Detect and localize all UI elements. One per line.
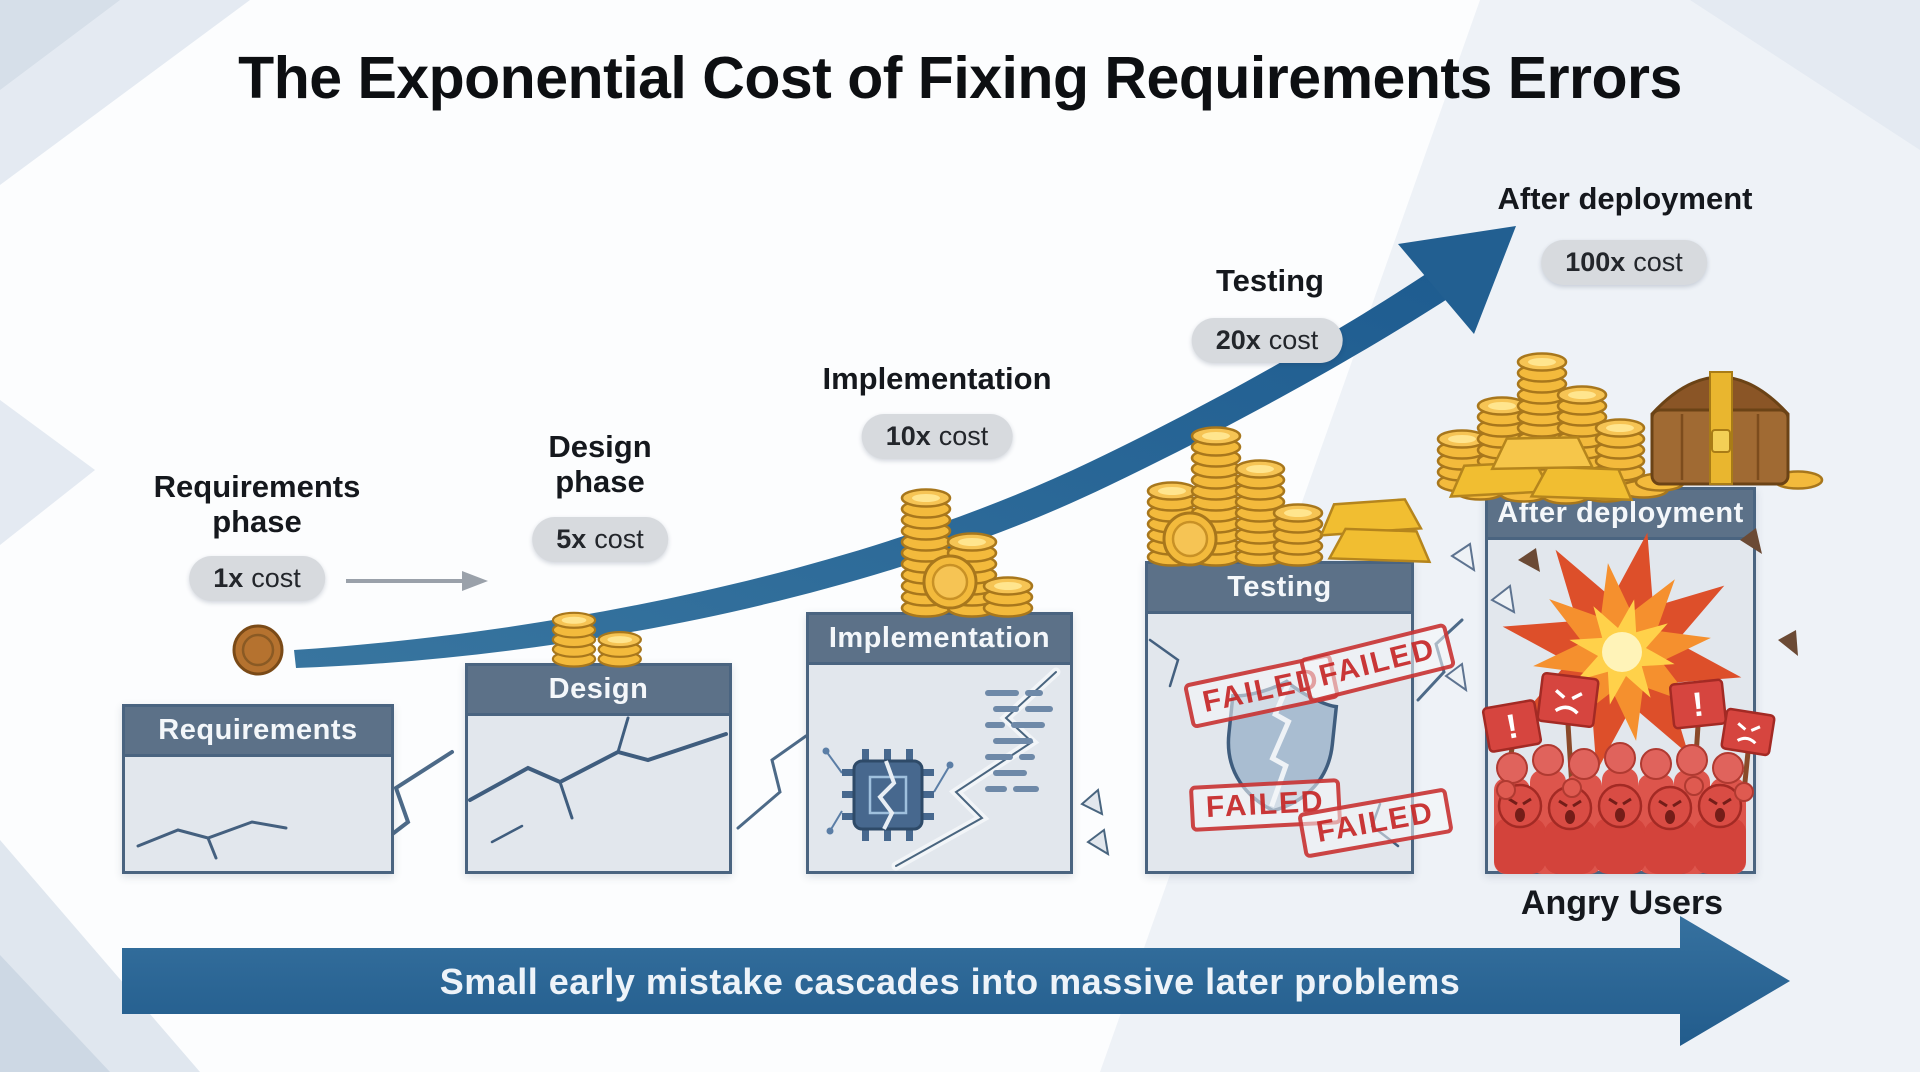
cost-value: 20x	[1215, 325, 1261, 355]
stage-box-design: Design	[465, 663, 732, 874]
cost-value: 5x	[556, 524, 587, 554]
stage-box-requirements: Requirements	[122, 704, 394, 874]
stage-box-deployment: After deployment	[1485, 487, 1756, 874]
angry-users-label: Angry Users	[1520, 884, 1724, 922]
gold-pile-icon	[1146, 426, 1432, 567]
cost-word: cost	[594, 524, 644, 554]
cost-word: cost	[251, 563, 301, 593]
stage-box-implementation: Implementation	[806, 612, 1073, 874]
stage-box-header: Design	[468, 666, 729, 716]
cost-value: 10x	[885, 421, 931, 451]
cost-value: 100x	[1565, 247, 1626, 277]
cost-word: cost	[1268, 325, 1319, 355]
stage-label-deployment: After deployment	[1497, 181, 1753, 216]
page-title: The Exponential Cost of Fixing Requireme…	[238, 45, 1682, 111]
coin-stack-icon	[551, 611, 642, 668]
cost-word: cost	[1633, 247, 1683, 277]
stage-label-design: Design phase	[548, 429, 652, 499]
bottom-banner-text: Small early mistake cascades into massiv…	[439, 961, 1461, 1002]
stage-label-testing: Testing	[1216, 263, 1324, 298]
stage-box-header: Implementation	[809, 615, 1070, 665]
stage-box-header: Requirements	[125, 707, 391, 757]
cost-word: cost	[938, 421, 989, 451]
bronze-coin-icon	[232, 624, 284, 676]
stage-label-requirements: Requirements phase	[153, 469, 361, 539]
stage-box-header: After deployment	[1488, 490, 1753, 540]
gold-pile-icon	[1436, 352, 1670, 505]
cost-value: 1x	[213, 563, 244, 593]
coin-stack-icon	[900, 488, 1034, 618]
stage-label-implementation: Implementation	[822, 361, 1052, 396]
step-arrow-icon	[346, 571, 488, 591]
treasure-chest-icon	[1634, 371, 1824, 492]
stage-box-header: Testing	[1148, 564, 1411, 614]
